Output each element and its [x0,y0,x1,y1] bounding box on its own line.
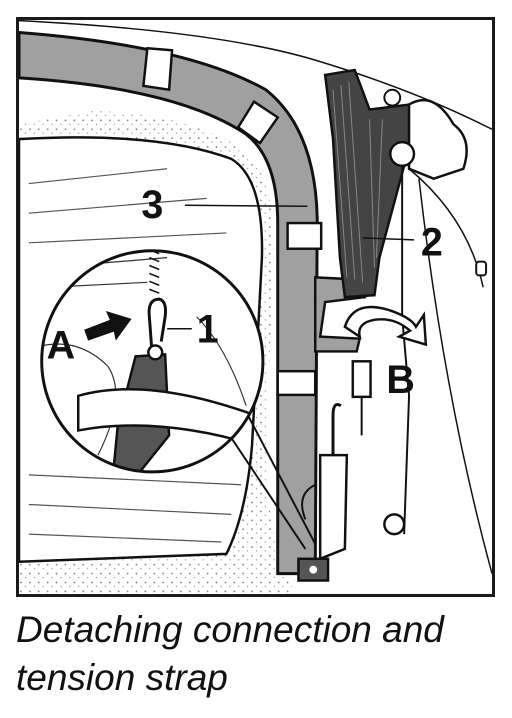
rod-line [401,165,411,535]
connector-plug [351,360,372,399]
rod-end-icon [383,513,406,536]
body-edge-line [418,178,492,574]
tension-strap-2 [323,68,416,299]
zoom-line-2 [247,415,317,545]
bolt-icon [383,88,402,107]
diagram-figure: 3 2 1 A B [16,17,495,597]
caption-line-2: tension strap [16,657,228,698]
pivot-icon [389,140,416,168]
callout-b: B [386,358,415,402]
figure-caption: Detaching connection and tension strap [16,606,508,702]
arrow-b-icon [343,305,428,347]
mount-screw-icon [309,565,318,574]
callout-1: 1 [197,308,219,352]
housing-wire [301,483,316,520]
glass-reflections [28,168,242,543]
callout-2: 2 [421,221,443,265]
leader-2 [362,237,415,241]
caption-line-1: Detaching connection and [16,609,444,650]
diagram-svg: 3 2 1 A B [19,20,492,594]
callout-a: A [47,323,76,367]
arrow-a-icon [84,310,132,341]
lens-hook [147,297,167,357]
strap-hatching [332,81,383,283]
callout-3: 3 [141,183,163,227]
leader-3 [184,204,308,208]
cable-clip [475,260,488,277]
mount-bracket [407,99,468,180]
tensioner-housing [318,453,349,561]
housing-hook [331,403,342,456]
frame-clips [142,46,323,397]
zoom-line-1 [227,432,307,550]
zoom-lens [40,249,265,474]
